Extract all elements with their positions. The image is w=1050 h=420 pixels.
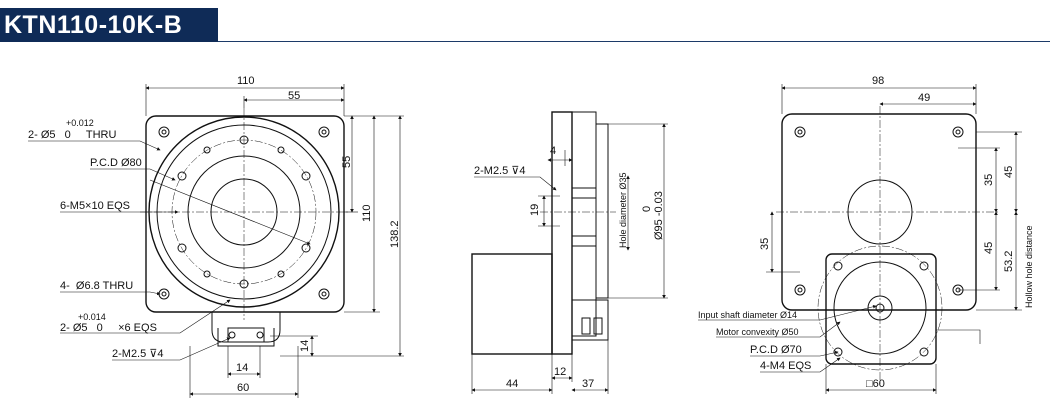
- label-4: 4: [550, 145, 556, 157]
- leader-pcd: [90, 168, 176, 181]
- label-v53: 53.2: [1003, 251, 1015, 272]
- header-rule: [218, 41, 1050, 42]
- front-tab-lip: [217, 328, 275, 347]
- side-motor-block: [471, 253, 553, 355]
- back-motor-pcd: [817, 245, 943, 371]
- label-flange-tol: 0: [641, 206, 653, 212]
- label-thru: 2- Ø5 0 THRU: [28, 129, 116, 141]
- front-view: [28, 84, 404, 398]
- front-bottom-tab: [211, 312, 281, 343]
- label-thru-holes: 4- Ø6.8 THRU: [60, 280, 133, 292]
- front-body-outline: [145, 115, 345, 313]
- label-v45b: 45: [983, 242, 995, 254]
- model-title: KTN110-10K-B: [4, 11, 183, 39]
- label-v35l: 35: [759, 238, 771, 250]
- label-tol-1: +0.012: [66, 118, 94, 128]
- front-corner-holes: [158, 126, 330, 300]
- label-hole-diameter: Hole diameter Ø35: [618, 172, 628, 248]
- label-sq60: □60: [866, 378, 885, 390]
- label-v55: 55: [341, 156, 353, 168]
- leader-thru-holes: [60, 291, 161, 296]
- label-v45r: 45: [1003, 166, 1015, 178]
- label-m25: 2-M2.5 ⊽4: [112, 348, 163, 360]
- label-60: 60: [237, 382, 249, 394]
- label-tol-2: +0.014: [78, 312, 106, 322]
- label-v110: 110: [361, 204, 373, 222]
- back-labels: 98 49 35 45 35 45 53.2 Hollow hole dista…: [698, 75, 1034, 390]
- label-12: 12: [554, 366, 566, 378]
- leader-m4: [760, 357, 841, 373]
- front-pcd-holes: [177, 135, 311, 289]
- side-view: [471, 111, 668, 394]
- side-labels: 4 2-M2.5 ⊽4 19 Hole diameter Ø35 0 Ø95 -…: [474, 145, 665, 390]
- side-tab: [571, 299, 609, 341]
- leader-convexity: [716, 321, 841, 338]
- leader-m25: [112, 337, 231, 361]
- label-side-m25: 2-M2.5 ⊽4: [474, 165, 525, 177]
- label-eqs: 2- Ø5 0 ×6 EQS: [60, 322, 157, 334]
- leader-side-m25: [474, 176, 557, 191]
- label-49: 49: [918, 92, 930, 104]
- front-tab-hole-left: [228, 331, 236, 339]
- back-motor-convexity: [833, 261, 927, 355]
- label-convexity: Motor convexity Ø50: [716, 327, 799, 337]
- side-slot-top: [571, 187, 597, 199]
- leader-eqs: [60, 299, 231, 334]
- leader-input-shaft: [698, 304, 877, 321]
- label-44: 44: [506, 378, 518, 390]
- side-output: [595, 123, 609, 299]
- back-motor-holes: [833, 261, 929, 357]
- label-v14: 14: [299, 340, 311, 352]
- label-110: 110: [237, 75, 255, 87]
- label-v138: 138.2: [389, 220, 401, 248]
- label-v35r: 35: [983, 174, 995, 186]
- front-pcd-leader: [149, 179, 311, 245]
- leader-thru: [28, 140, 161, 151]
- label-19: 19: [529, 204, 541, 216]
- label-m4: 4-M4 EQS: [760, 360, 811, 372]
- label-98: 98: [872, 75, 884, 87]
- back-view: [698, 84, 1022, 394]
- label-55: 55: [288, 90, 300, 102]
- back-motor-flange: [825, 253, 937, 365]
- label-14: 14: [236, 362, 248, 374]
- side-slot-bot: [571, 235, 597, 247]
- label-pcd: P.C.D Ø80: [90, 157, 142, 169]
- label-motor-pcd: P.C.D Ø70: [750, 344, 802, 356]
- label-flange-dia: Ø95 -0.03: [653, 191, 665, 240]
- front-labels: 110 55 55 110 138.2 14 14 60 +0.012 2- Ø…: [28, 75, 401, 394]
- label-input-shaft: Input shaft diameter Ø14: [698, 310, 797, 320]
- side-body: [571, 111, 597, 337]
- label-37: 37: [582, 378, 594, 390]
- front-tab-hole-right: [256, 331, 264, 339]
- label-hollow: Hollow hole distance: [1024, 225, 1034, 308]
- back-corner-holes: [794, 126, 964, 296]
- title-banner: KTN110-10K-B: [0, 8, 218, 42]
- front-tab-block: [227, 327, 265, 343]
- leader-motor-pcd: [750, 350, 839, 357]
- label-screws: 6-M5×10 EQS: [60, 200, 130, 212]
